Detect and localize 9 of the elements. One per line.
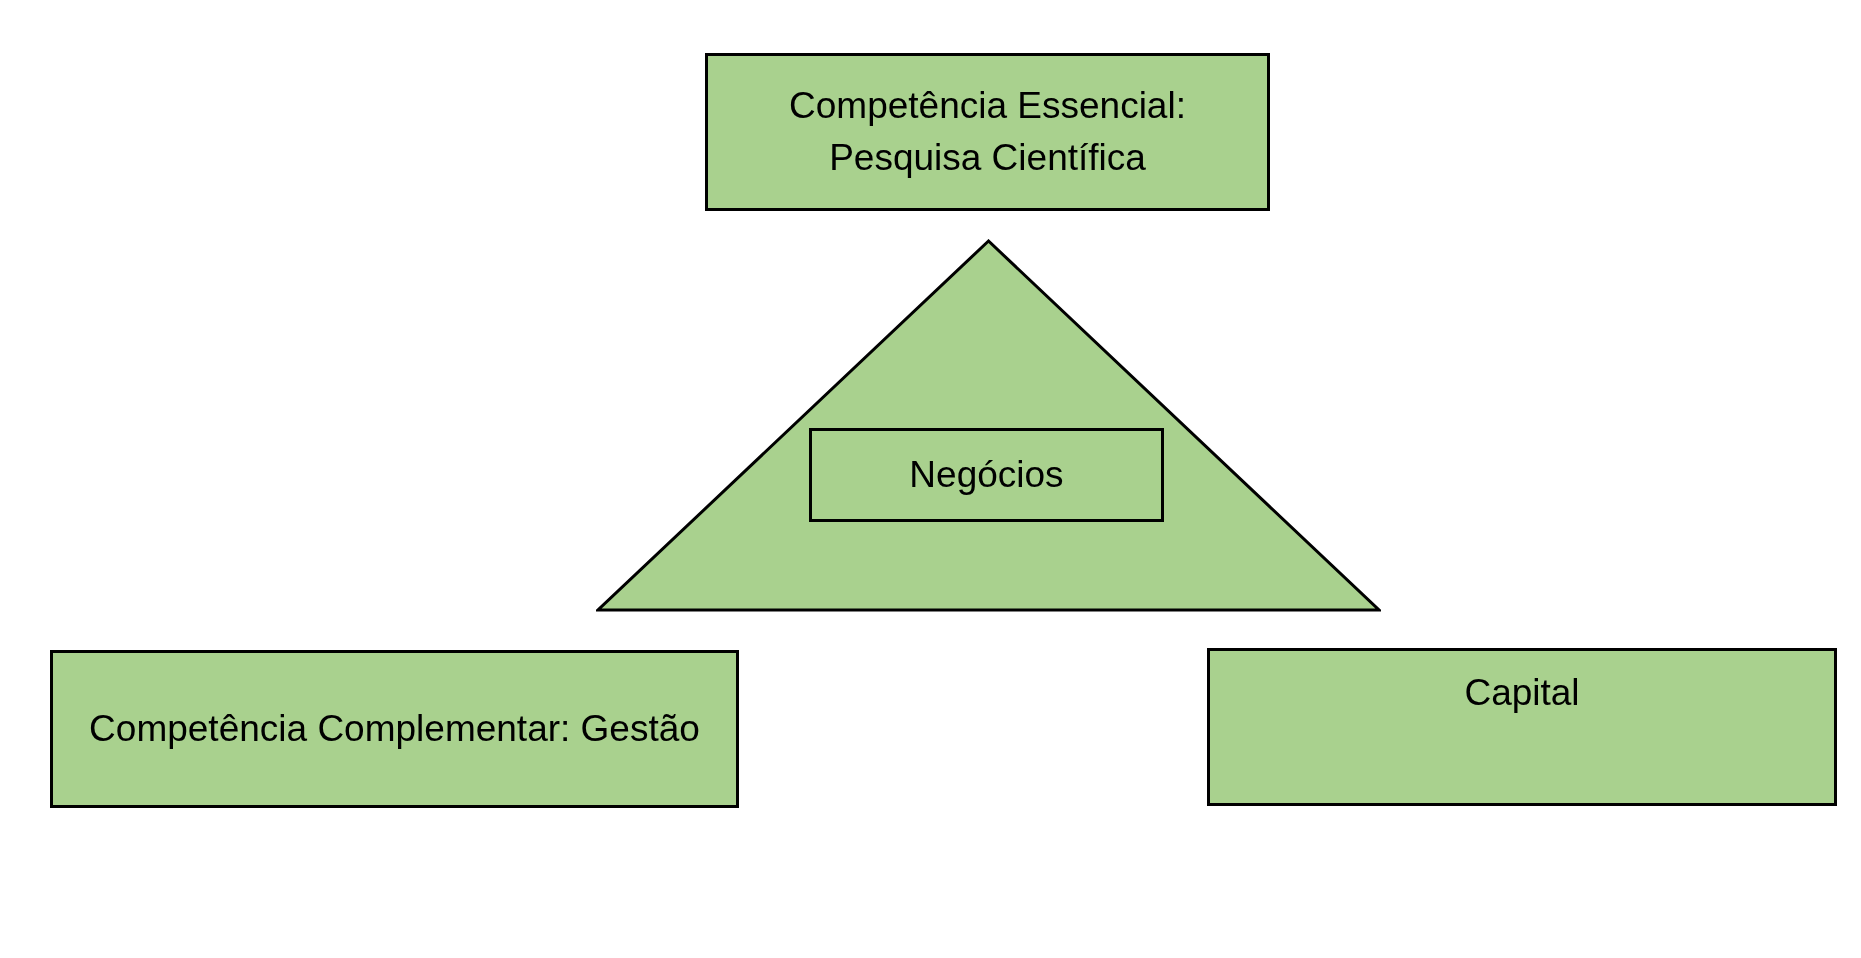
- box-label: Negócios: [908, 453, 1065, 498]
- concept-box: [1207, 648, 1837, 806]
- concept-box: [809, 428, 1164, 522]
- box-label: Competência Essencial: Pesquisa Científica: [788, 84, 1187, 180]
- concept-box: [705, 53, 1270, 211]
- box-label: Competência Complementar: Gestão: [88, 707, 701, 752]
- concept-box: [50, 650, 739, 808]
- box-label: Capital: [1463, 671, 1581, 715]
- triangle-shape: [596, 239, 1381, 612]
